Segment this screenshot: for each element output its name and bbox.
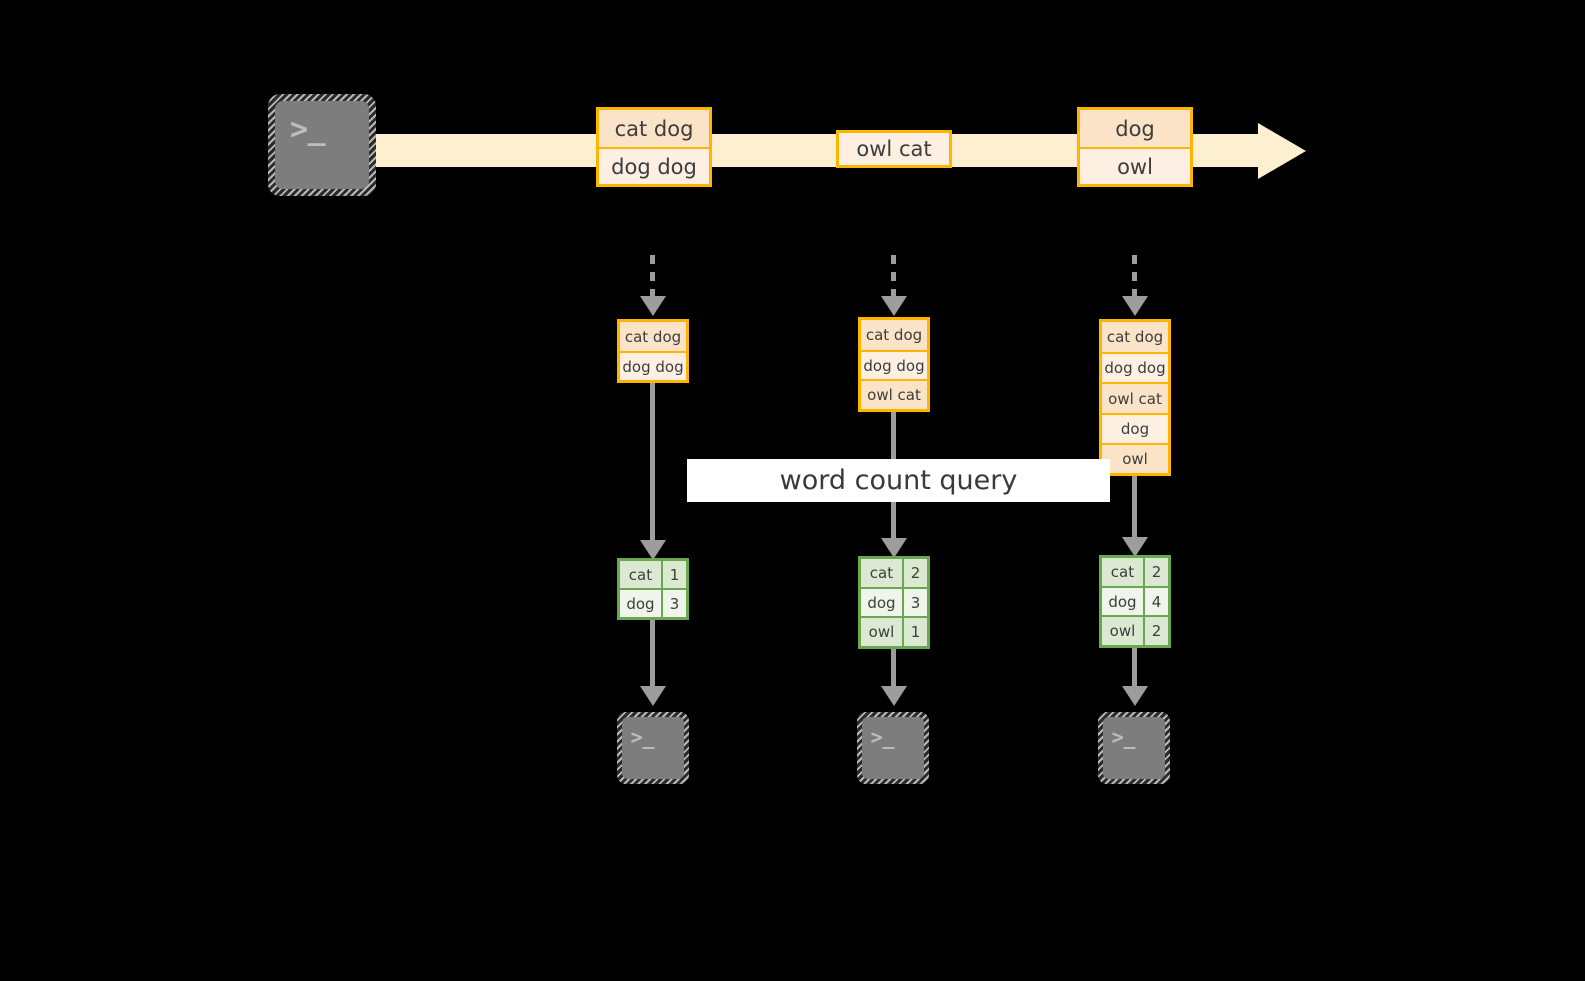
result-word: cat [861, 559, 902, 587]
terminal-prompt-glyph: >_ [290, 112, 326, 148]
input-line: dog dog [1102, 352, 1168, 383]
result-word: owl [1102, 617, 1143, 645]
input-line: dog [1102, 412, 1168, 443]
table-row: owl 2 [1102, 615, 1168, 645]
input-line: dog dog [861, 349, 927, 380]
result-count: 3 [660, 590, 686, 617]
record-line: dog dog [599, 147, 709, 184]
table-row: cat 1 [620, 561, 686, 588]
dashed-connector-2 [891, 255, 896, 299]
input-line: dog dog [620, 351, 686, 380]
input-line: cat dog [1102, 322, 1168, 353]
table-row: owl 1 [861, 616, 927, 646]
terminal-screen: >_ [275, 101, 369, 189]
result-word: owl [861, 618, 902, 646]
snapshot-2-result-table: cat 2 dog 3 owl 1 [858, 556, 930, 649]
snapshot-3-sink-terminal-icon[interactable]: >_ [1098, 712, 1170, 784]
result-word: cat [620, 561, 661, 588]
banner-label: word count query [779, 465, 1018, 496]
terminal-prompt-glyph: >_ [870, 724, 895, 749]
sink-connector-arrowhead-3 [1122, 686, 1148, 706]
terminal-screen: >_ [622, 717, 684, 779]
stream-record-2: owl cat [836, 130, 952, 168]
result-count: 1 [901, 618, 927, 646]
record-line: cat dog [599, 110, 709, 147]
query-connector-arrowhead-3 [1122, 537, 1148, 557]
stream-record-3: dog owl [1077, 107, 1193, 187]
dashed-connector-3 [1132, 255, 1137, 299]
source-terminal-icon[interactable]: >_ [268, 94, 376, 196]
query-connector-arrowhead-1 [640, 540, 666, 560]
record-line: owl [1080, 147, 1190, 184]
snapshot-1-input-stack: cat dog dog dog [617, 319, 689, 383]
result-count: 2 [1142, 617, 1168, 645]
snapshot-1-sink-terminal-icon[interactable]: >_ [617, 712, 689, 784]
result-word: dog [620, 590, 661, 617]
dashed-connector-arrowhead-1 [640, 296, 666, 316]
result-count: 1 [660, 561, 686, 588]
input-line: owl cat [1102, 382, 1168, 413]
result-count: 3 [901, 588, 927, 617]
query-connector-arrowhead-2 [881, 538, 907, 558]
sink-connector-arrowhead-2 [881, 686, 907, 706]
terminal-prompt-glyph: >_ [630, 724, 655, 749]
record-line: owl cat [839, 133, 949, 165]
result-count: 2 [901, 559, 927, 587]
snapshot-3-input-stack: cat dog dog dog owl cat dog owl [1099, 319, 1171, 476]
result-word: dog [1102, 587, 1143, 616]
sink-connector-3 [1132, 648, 1137, 692]
result-word: cat [1102, 558, 1143, 586]
result-word: dog [861, 588, 902, 617]
input-line: cat dog [861, 320, 927, 350]
sink-connector-2 [891, 649, 896, 692]
record-line: dog [1080, 110, 1190, 147]
query-connector-3 [1132, 476, 1137, 549]
dashed-connector-arrowhead-3 [1122, 296, 1148, 316]
table-row: dog 4 [1102, 585, 1168, 616]
word-count-query-banner: word count query [687, 459, 1110, 502]
table-row: cat 2 [1102, 558, 1168, 586]
input-line: cat dog [620, 322, 686, 351]
input-line: owl [1102, 442, 1168, 473]
snapshot-1-result-table: cat 1 dog 3 [617, 558, 689, 620]
snapshot-3-result-table: cat 2 dog 4 owl 2 [1099, 555, 1171, 648]
terminal-screen: >_ [1103, 717, 1165, 779]
terminal-prompt-glyph: >_ [1111, 724, 1136, 749]
table-row: dog 3 [861, 586, 927, 617]
stream-record-1: cat dog dog dog [596, 107, 712, 187]
table-row: dog 3 [620, 588, 686, 617]
stream-arrowhead [1258, 123, 1306, 179]
terminal-screen: >_ [862, 717, 924, 779]
result-count: 4 [1142, 587, 1168, 616]
sink-connector-arrowhead-1 [640, 686, 666, 706]
snapshot-2-sink-terminal-icon[interactable]: >_ [857, 712, 929, 784]
query-connector-1 [650, 383, 655, 551]
table-row: cat 2 [861, 559, 927, 587]
snapshot-2-input-stack: cat dog dog dog owl cat [858, 317, 930, 412]
sink-connector-1 [650, 620, 655, 692]
dashed-connector-1 [650, 255, 655, 299]
dashed-connector-arrowhead-2 [881, 296, 907, 316]
input-line: owl cat [861, 379, 927, 409]
result-count: 2 [1142, 558, 1168, 586]
